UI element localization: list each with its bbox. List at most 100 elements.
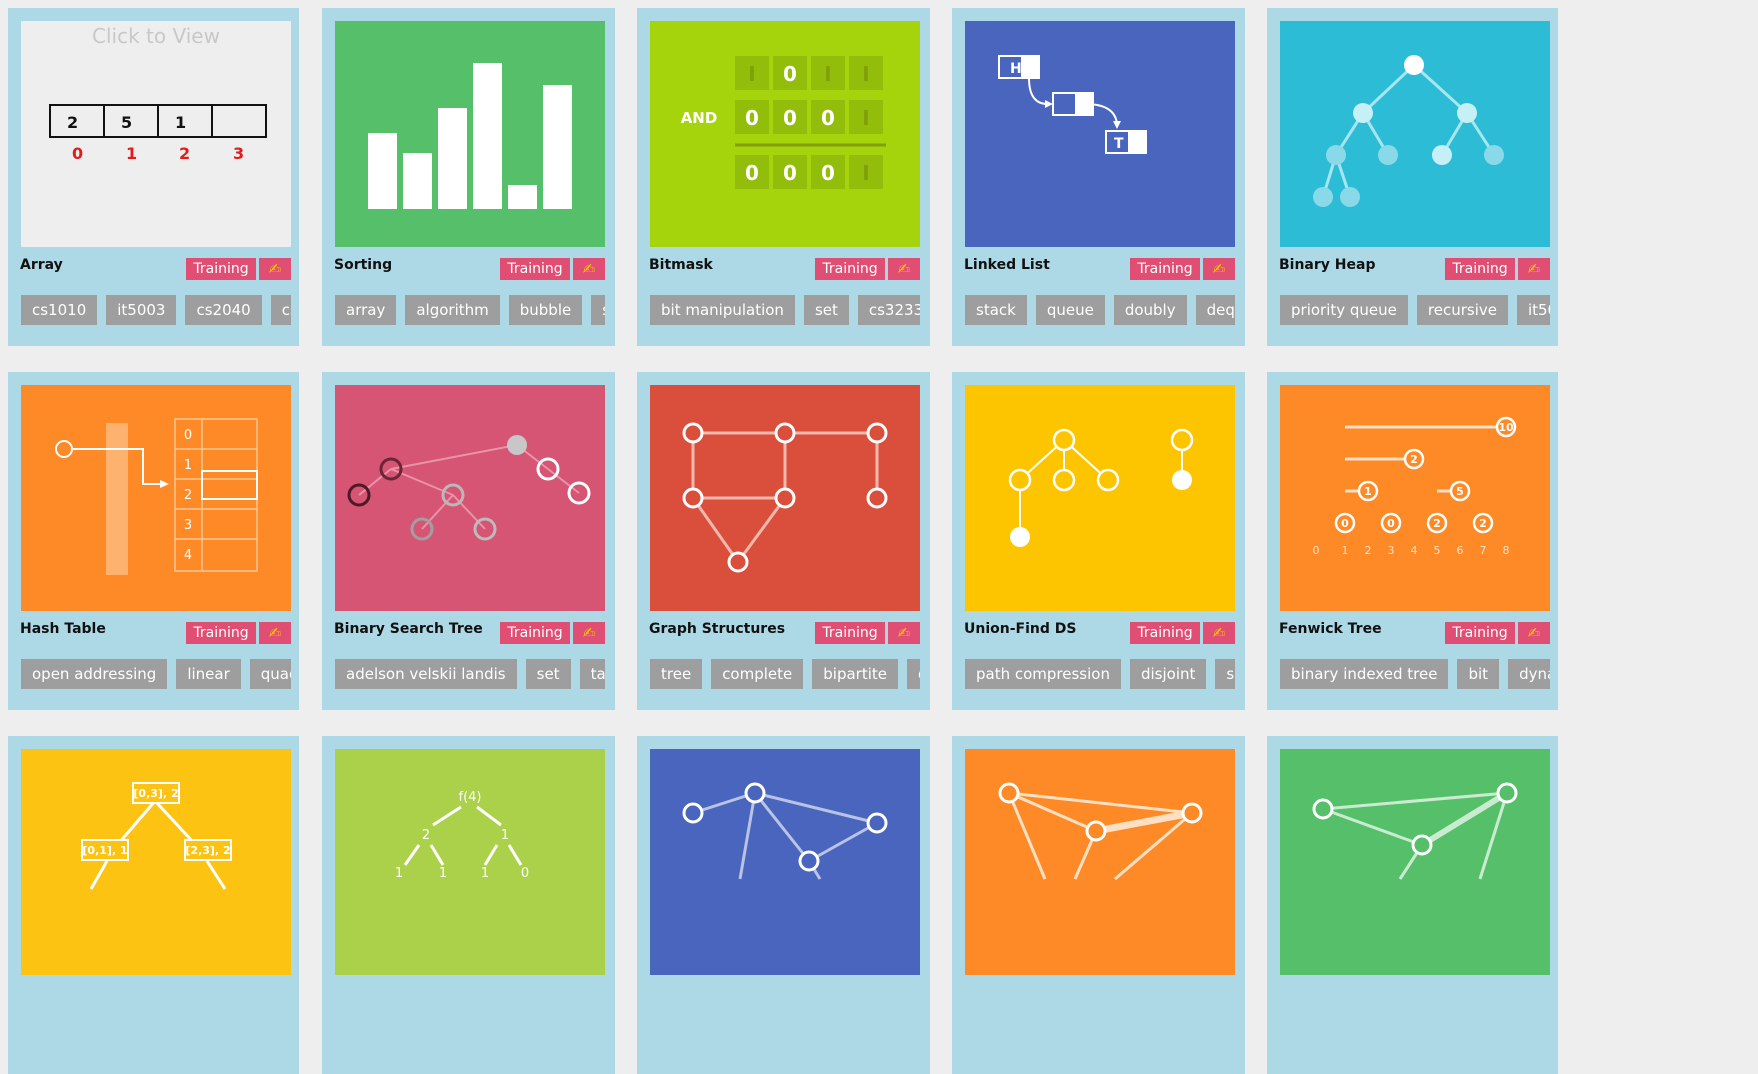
card-title[interactable]: Linked List: [964, 257, 1050, 273]
tag[interactable]: path compression: [965, 659, 1121, 689]
tag[interactable]: bubble: [508, 295, 583, 325]
card-graph-traversal[interactable]: [637, 736, 930, 1074]
training-badge[interactable]: Training: [1445, 622, 1515, 644]
tag[interactable]: cs2040: [185, 295, 262, 325]
training-badge[interactable]: Training: [815, 622, 885, 644]
card-title[interactable]: Array: [20, 257, 63, 273]
tag[interactable]: deque: [1195, 295, 1235, 325]
hand-writing-icon[interactable]: ✍: [888, 258, 920, 280]
thumbnail-binary-heap[interactable]: [1280, 21, 1550, 247]
tag[interactable]: set: [525, 659, 571, 689]
card-union-find[interactable]: Union-Find DS Training ✍ path compressio…: [952, 372, 1245, 710]
tag[interactable]: select: [591, 295, 605, 325]
svg-text:0: 0: [72, 144, 83, 163]
card-title[interactable]: Binary Search Tree: [334, 621, 483, 637]
tag[interactable]: queue: [1035, 295, 1105, 325]
card-title[interactable]: Union-Find DS: [964, 621, 1077, 637]
card-linked-list[interactable]: H T Linked List Training ✍ stack queue dou…: [952, 8, 1245, 346]
training-badge[interactable]: Training: [186, 258, 256, 280]
tag[interactable]: linear: [176, 659, 241, 689]
tag[interactable]: cs3233: [857, 295, 920, 325]
tag[interactable]: table: [579, 659, 605, 689]
tag-list: open addressing linear quadratic: [21, 659, 291, 689]
tag[interactable]: set: [803, 295, 849, 325]
card-graph-structures[interactable]: Graph Structures Training ✍ tree complete…: [637, 372, 930, 710]
hand-writing-icon[interactable]: ✍: [573, 258, 605, 280]
tag[interactable]: priority queue: [1280, 295, 1408, 325]
tag[interactable]: bit manipulation: [650, 295, 795, 325]
card-segment-tree[interactable]: [0,3], 2[0,1], 1[2,3], 2: [8, 736, 299, 1074]
hand-writing-icon[interactable]: ✍: [1203, 622, 1235, 644]
training-badge[interactable]: Training: [815, 258, 885, 280]
tag[interactable]: it5003: [106, 295, 177, 325]
training-badge[interactable]: Training: [186, 622, 256, 644]
card-binary-search-tree[interactable]: Binary Search Tree Training ✍ adelson ve…: [322, 372, 615, 710]
thumbnail-minimum-spanning-tree[interactable]: [1280, 749, 1550, 975]
tag[interactable]: bipartite: [812, 659, 898, 689]
hand-writing-icon[interactable]: ✍: [573, 622, 605, 644]
thumbnail-sorting[interactable]: [335, 21, 605, 247]
tag[interactable]: binary indexed tree: [1280, 659, 1449, 689]
card-sorting[interactable]: Sorting Training ✍ array algorithm bubbles…: [322, 8, 615, 346]
tag[interactable]: dag: [907, 659, 920, 689]
card-title[interactable]: Binary Heap: [1279, 257, 1376, 273]
card-title[interactable]: Fenwick Tree: [1279, 621, 1382, 637]
hand-writing-icon[interactable]: ✍: [259, 622, 291, 644]
tag[interactable]: set: [1215, 659, 1235, 689]
hand-writing-icon[interactable]: ✍: [1518, 258, 1550, 280]
svg-text:4: 4: [184, 548, 192, 563]
card-title[interactable]: Sorting: [334, 257, 393, 273]
tag[interactable]: it5003: [1516, 295, 1550, 325]
tag-list: array algorithm bubble select: [335, 295, 605, 325]
hand-writing-icon[interactable]: ✍: [1203, 258, 1235, 280]
thumbnail-binary-search-tree[interactable]: [335, 385, 605, 611]
tag[interactable]: disjoint: [1129, 659, 1207, 689]
tag[interactable]: array: [335, 295, 397, 325]
hand-writing-icon[interactable]: ✍: [259, 258, 291, 280]
tag[interactable]: open addressing: [21, 659, 168, 689]
tag[interactable]: doubly: [1113, 295, 1187, 325]
card-title[interactable]: Hash Table: [20, 621, 106, 637]
thumbnail-array[interactable]: Click to View 2 5 1 0 1 2 3: [21, 21, 291, 247]
card-binary-heap[interactable]: Binary Heap Training ✍ priority queue rec…: [1267, 8, 1558, 346]
thumbnail-segment-tree[interactable]: [0,3], 2[0,1], 1[2,3], 2: [21, 749, 291, 975]
click-to-view-overlay[interactable]: Click to View: [92, 24, 220, 48]
card-shortest-path[interactable]: [952, 736, 1245, 1074]
training-badge[interactable]: Training: [500, 622, 570, 644]
tag[interactable]: tree: [650, 659, 703, 689]
thumbnail-linked-list[interactable]: H T: [965, 21, 1235, 247]
hand-writing-icon[interactable]: ✍: [888, 622, 920, 644]
tag[interactable]: cs3230: [270, 295, 291, 325]
binary-heap-illustration: [1280, 21, 1550, 247]
card-minimum-spanning-tree[interactable]: [1267, 736, 1558, 1074]
card-array[interactable]: Click to View 2 5 1 0 1 2 3: [8, 8, 299, 346]
tag[interactable]: algorithm: [405, 295, 500, 325]
training-badge[interactable]: Training: [500, 258, 570, 280]
tag[interactable]: cs1010: [21, 295, 98, 325]
card-title[interactable]: Graph Structures: [649, 621, 786, 637]
training-badge[interactable]: Training: [1130, 622, 1200, 644]
tag[interactable]: adelson velskii landis: [335, 659, 517, 689]
thumbnail-graph-structures[interactable]: [650, 385, 920, 611]
training-badge[interactable]: Training: [1445, 258, 1515, 280]
tag[interactable]: dynamic: [1508, 659, 1550, 689]
tag[interactable]: complete: [711, 659, 804, 689]
thumbnail-graph-traversal[interactable]: [650, 749, 920, 975]
tag[interactable]: bit: [1457, 659, 1500, 689]
card-title[interactable]: Bitmask: [649, 257, 713, 273]
training-badge[interactable]: Training: [1130, 258, 1200, 280]
hand-writing-icon[interactable]: ✍: [1518, 622, 1550, 644]
thumbnail-shortest-path[interactable]: [965, 749, 1235, 975]
thumbnail-union-find[interactable]: [965, 385, 1235, 611]
tag[interactable]: recursive: [1416, 295, 1508, 325]
tag[interactable]: stack: [965, 295, 1027, 325]
tag[interactable]: quadratic: [249, 659, 291, 689]
